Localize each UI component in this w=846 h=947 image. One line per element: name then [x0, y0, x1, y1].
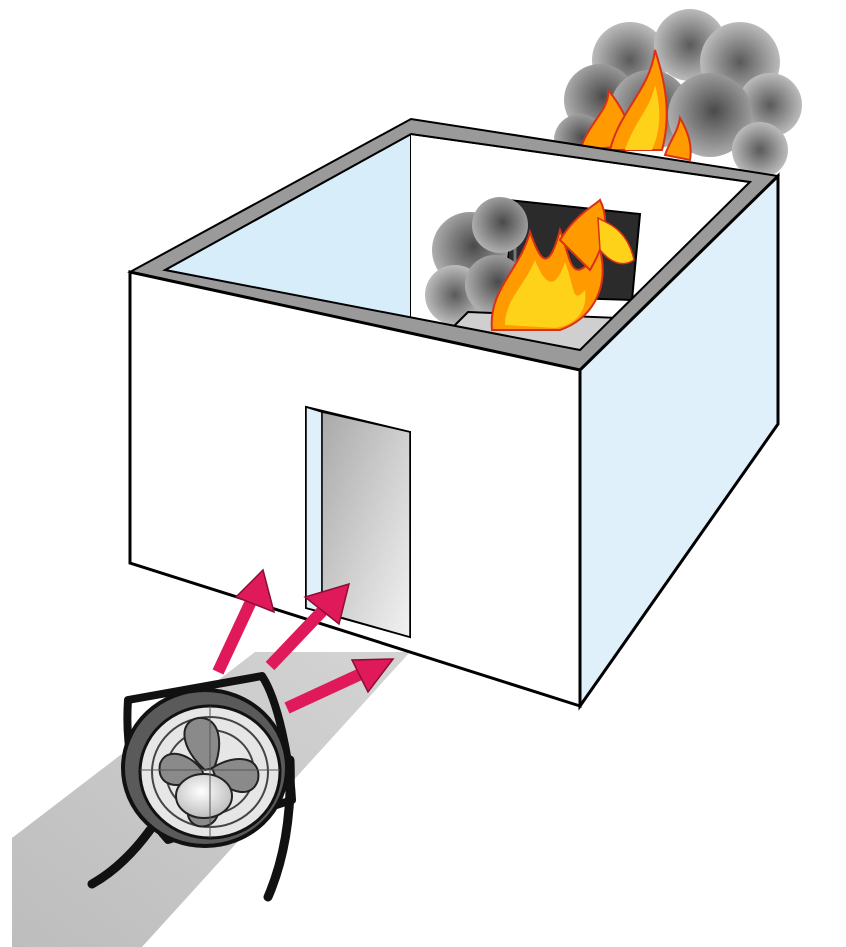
- side-wall: [578, 172, 780, 711]
- roof-smoke: [554, 9, 802, 178]
- airflow-arrow-3: [284, 658, 395, 714]
- airflow-arrow-2: [265, 582, 351, 671]
- airflow-arrows: [212, 568, 395, 714]
- interior-fire: [490, 198, 635, 331]
- ventilation-fan: [87, 672, 296, 902]
- airflow-arrow-1: [212, 568, 276, 675]
- doorway: [305, 405, 411, 639]
- roof-fire: [578, 49, 692, 162]
